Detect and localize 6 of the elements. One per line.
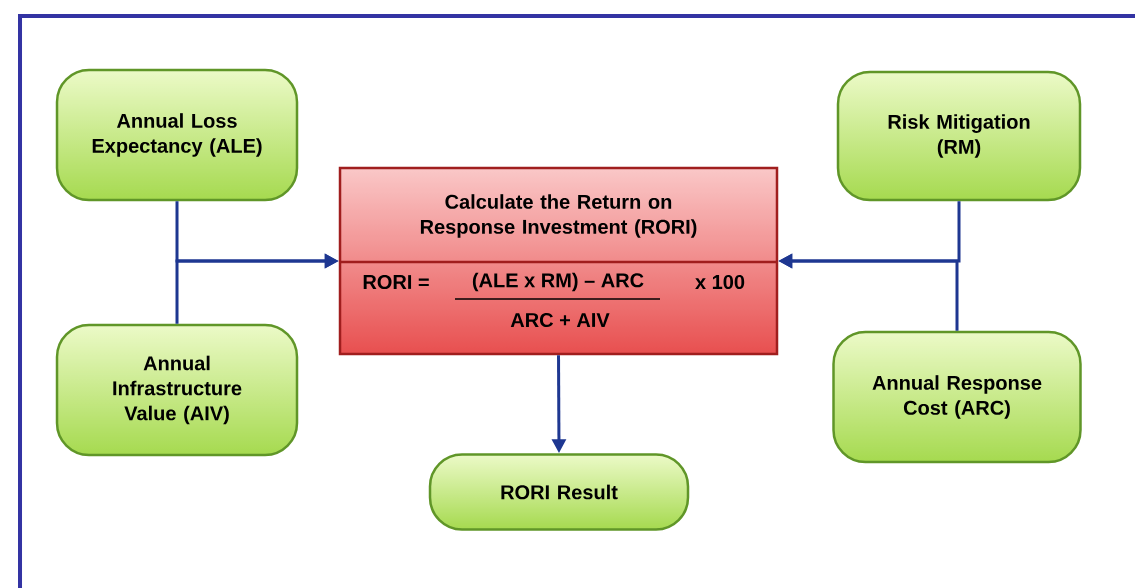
rounded-box: Annual Response Cost (ARC) xyxy=(832,330,1082,464)
formula-box: Calculate the Return on Response Investment (RORI) RORI = (ALE x RM) – ARC ARC + AIV x 100 xyxy=(338,166,779,356)
rounded-box: Annual Loss Expectancy (ALE) xyxy=(55,68,299,202)
rounded-box: Risk Mitigation (RM) xyxy=(836,70,1082,202)
rounded-box: Annual Infrastructure Value (AIV) xyxy=(55,323,299,457)
rounded-box: RORI Result xyxy=(428,453,690,531)
